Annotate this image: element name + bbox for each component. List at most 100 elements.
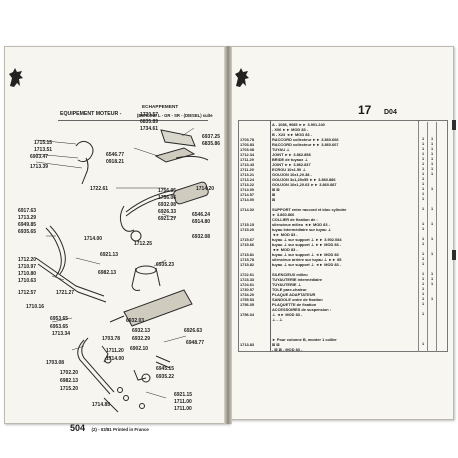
table-row: - X06 ►► MOD 83 - (240, 127, 418, 132)
part-number: 1724.61 (240, 282, 255, 287)
peugeot-lion-logo-left (4, 66, 28, 90)
part-description: tuyau ⊥ sur support ⊥ ►► 3.902.084 (272, 237, 342, 242)
quantity-cell: 1 (427, 282, 436, 287)
quantity-cell: 1 (418, 237, 427, 242)
part-number: 1713.43 (240, 162, 255, 167)
quantity-cell (418, 267, 427, 272)
part-description: - ⊠ ⊠ - MOD 83 - (272, 347, 303, 352)
table-row: 1756.05 PLAQUETTE de fixation (240, 302, 418, 307)
callout-label: 6926.63 (184, 328, 202, 334)
quantity-row: 1 (418, 227, 446, 232)
quantity-cell (418, 337, 427, 342)
table-row: 1714.00⊠ ⊠ (240, 187, 418, 192)
callout-label: 6914.80 (192, 219, 210, 225)
part-description: GOUJON 3x1,25x55 ►► 3.860.886 (272, 177, 336, 182)
part-description: SILENCIEUX milieu (272, 272, 308, 277)
table-row: ◄► MOD 83 - (240, 247, 418, 252)
callout-label: 6546.77 (106, 152, 124, 158)
callout-label: 1730.57 (140, 112, 158, 118)
quantity-cell (436, 212, 445, 217)
part-number: 1703.78 (240, 137, 255, 142)
table-row: ► 3.860.866 (240, 212, 418, 217)
part-description: RACCORD collecteur ►► 3.860.666 (272, 137, 339, 142)
part-description: PLAQUETTE de fixation (272, 302, 317, 307)
part-description: GOUJON 10x1,20.38 - (272, 172, 312, 177)
quantity-row (418, 202, 446, 207)
quantity-row: 1 (418, 257, 446, 262)
quantity-cell (427, 342, 436, 347)
quantity-cell (436, 132, 445, 137)
right-page (228, 46, 454, 420)
callout-label: 6932.03 (126, 318, 144, 324)
left-page (4, 46, 230, 424)
part-number: 1756.05 (240, 302, 255, 307)
quantity-cell (436, 172, 445, 177)
callout-label: 1703.78 (102, 336, 120, 342)
callout-label: 6953.65 (50, 324, 68, 330)
quantity-cell: 1 (427, 152, 436, 157)
table-row: 1703.78 RACCORD collecteur ►► 3.860.666 (240, 137, 418, 142)
left-page-footer: 504 (2) - 03/81 Printed in France (70, 418, 149, 436)
part-number: 1715.66 (240, 242, 255, 247)
table-row: ⊥ - ⊥ (240, 317, 418, 322)
quantity-row (418, 212, 446, 217)
callout-label: 6949.85 (18, 222, 36, 228)
quantity-cell (436, 292, 445, 297)
callout-label: 6917.63 (18, 208, 36, 214)
quantity-cell (436, 182, 445, 187)
part-number: 1715.78 (240, 257, 255, 262)
quantity-cell (436, 147, 445, 152)
quantity-row: 1 (418, 342, 446, 347)
quantity-cell (427, 202, 436, 207)
left-page-number: 504 (70, 423, 86, 433)
callout-label: 1710.63 (18, 278, 36, 284)
part-description: ⊠ (272, 192, 276, 197)
quantity-cell: 1 (418, 282, 427, 287)
quantity-cell: 1 (418, 147, 427, 152)
part-description: TUYAUTERIE ⊥ (272, 282, 302, 287)
quantity-cell (436, 232, 445, 237)
part-number: 1711.29 (240, 167, 254, 172)
quantity-cell: 1 (427, 222, 436, 227)
quantity-cell (436, 307, 445, 312)
quantity-row (418, 317, 446, 322)
part-number: 1714.00 (240, 197, 255, 202)
quantity-cell (436, 127, 445, 132)
parts-list: A - 1086, 9085 ►► 3.901.240- X06 ►► MOD … (240, 122, 418, 352)
part-description: TUYAU ⊥ (272, 147, 290, 152)
quantity-cell (436, 187, 445, 192)
quantity-cell: 1 (418, 292, 427, 297)
quantity-cell: 1 (418, 152, 427, 157)
quantity-cell (436, 142, 445, 147)
quantity-cell: 1 (418, 142, 427, 147)
quantity-cell: 1 (418, 227, 427, 232)
callout-label: 6935.65 (18, 229, 36, 235)
part-description: tuyau intermédiaire sur tuyau ⊥ (272, 227, 332, 232)
callout-label: 1715.15 (34, 140, 52, 146)
parts-table-frame (238, 120, 448, 352)
quantity-cell (418, 202, 427, 207)
table-row: COLLIER de fixation de : (240, 217, 418, 222)
quantity-cell (427, 132, 436, 137)
part-description: silencieux arrière sur tuyau ⊥ ►► 85 (272, 257, 342, 262)
book-spine (224, 46, 232, 424)
quantity-cell: 1 (418, 137, 427, 142)
quantity-cell (436, 262, 445, 267)
part-number: 1713.21 (240, 172, 255, 177)
table-row: 1714.57⊠ (240, 192, 418, 197)
right-page-code: D04 (384, 109, 397, 116)
quantity-cell (436, 272, 445, 277)
quantity-cell (436, 312, 445, 317)
quantity-cell (436, 227, 445, 232)
